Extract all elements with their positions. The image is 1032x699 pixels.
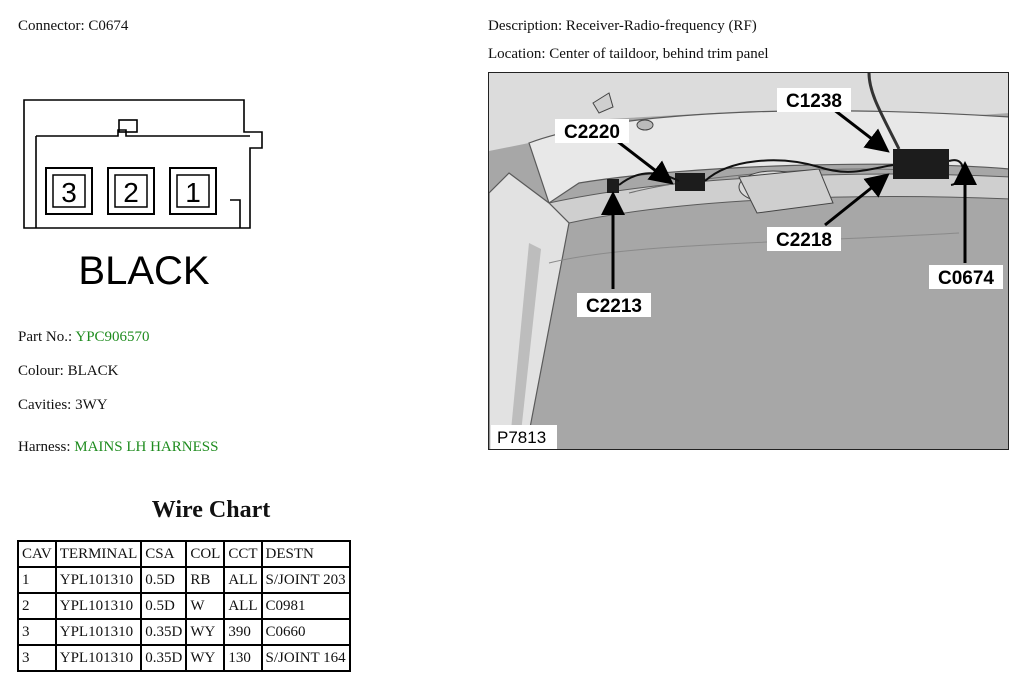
cavity-1: 1 [169,167,217,215]
table-cell: 1 [17,566,57,594]
callout-c1238: C1238 [777,88,851,112]
cavity-3-label: 3 [61,177,77,208]
table-cell: 0.5D [140,566,188,594]
callout-c0674: C0674 [929,265,1003,289]
table-row: 2 YPL101310 0.5D W ALL C0981 [17,592,351,620]
callout-c2218-label: C2218 [776,230,832,251]
connector-color-text: BLACK [78,249,209,293]
cavity-3: 3 [45,167,93,215]
table-cell: YPL101310 [54,644,143,672]
table-cell: C0660 [260,618,351,646]
callout-c1238-label: C1238 [786,91,842,112]
cavities-row: Cavities: 3WY [18,396,108,414]
table-cell: 130 [223,644,263,672]
callout-c2213-label: C2213 [586,296,642,317]
table-cell: YPL101310 [54,592,143,620]
harness-link[interactable]: MAINS LH HARNESS [74,439,219,455]
table-cell: 0.35D [140,644,188,672]
table-cell: ALL [223,566,263,594]
location-label: Location: [488,46,546,62]
table-header-row: CAV TERMINAL CSA COL CCT DESTN [17,540,351,568]
location-row: Location: Center of taildoor, behind tri… [488,45,769,63]
table-cell: YPL101310 [54,566,143,594]
location-value: Center of taildoor, behind trim panel [549,46,769,62]
description-label: Description: [488,18,563,34]
part-number-link[interactable]: YPC906570 [75,329,150,345]
cavities-label: Cavities: [18,397,72,413]
description-value: Receiver-Radio-frequency (RF) [565,18,757,34]
cavity-1-label: 1 [185,177,201,208]
taildoor-illustration: C1238 C2220 C2218 C0674 C2213 P7813 [489,73,1008,449]
table-cell: 390 [223,618,263,646]
table-cell: RB [185,566,226,594]
colour-value: BLACK [67,363,119,379]
table-cell: C0981 [260,592,351,620]
table-cell: W [185,592,226,620]
figure-id-label: P7813 [497,428,546,447]
wire-chart-title: Wire Chart [151,497,271,523]
connector-id: C0674 [88,18,129,34]
column-header: CSA [140,540,188,568]
callout-c2220-label: C2220 [564,122,620,143]
table-cell: 3 [17,618,57,646]
callout-c2220: C2220 [555,119,629,143]
part-number-label: Part No.: [18,329,73,345]
description-row: Description: Receiver-Radio-frequency (R… [488,17,757,35]
colour-label: Colour: [18,363,64,379]
cavity-2-label: 2 [123,177,139,208]
column-header: CCT [223,540,263,568]
connector-latch [118,119,138,133]
table-cell: 0.35D [140,618,188,646]
connector-heading: Connector: C0674 [18,17,128,35]
location-photo: C1238 C2220 C2218 C0674 C2213 P7813 [488,72,1009,450]
table-cell: S/JOINT 164 [260,644,351,672]
table-cell: WY [185,644,226,672]
cavity-2: 2 [107,167,155,215]
connector-face-diagram: 3 2 1 BLACK [23,99,263,293]
table-cell: ALL [223,592,263,620]
table-cell: 0.5D [140,592,188,620]
connector-label: Connector: [18,18,85,34]
figure-id: P7813 [491,425,557,449]
column-header: TERMINAL [54,540,143,568]
column-header: DESTN [260,540,351,568]
callout-c2218: C2218 [767,227,841,251]
harness-label: Harness: [18,439,71,455]
colour-row: Colour: BLACK [18,362,118,380]
table-row: 3 YPL101310 0.35D WY 390 C0660 [17,618,351,646]
harness-row: Harness: MAINS LH HARNESS [18,438,218,456]
cavities-value: 3WY [75,397,108,413]
table-cell: YPL101310 [54,618,143,646]
wire-chart-table: CAV TERMINAL CSA COL CCT DESTN 1 YPL1013… [17,540,351,672]
callout-c0674-label: C0674 [938,268,994,289]
connector-housing-outline [23,99,263,229]
part-number-row: Part No.: YPC906570 [18,328,150,346]
table-row: 1 YPL101310 0.5D RB ALL S/JOINT 203 [17,566,351,594]
column-header: CAV [17,540,57,568]
table-row: 3 YPL101310 0.35D WY 130 S/JOINT 164 [17,644,351,672]
table-cell: 3 [17,644,57,672]
connector-inner-outline [36,129,250,137]
table-cell: WY [185,618,226,646]
table-cell: S/JOINT 203 [260,566,351,594]
column-header: COL [185,540,226,568]
callout-c2213: C2213 [577,293,651,317]
table-cell: 2 [17,592,57,620]
